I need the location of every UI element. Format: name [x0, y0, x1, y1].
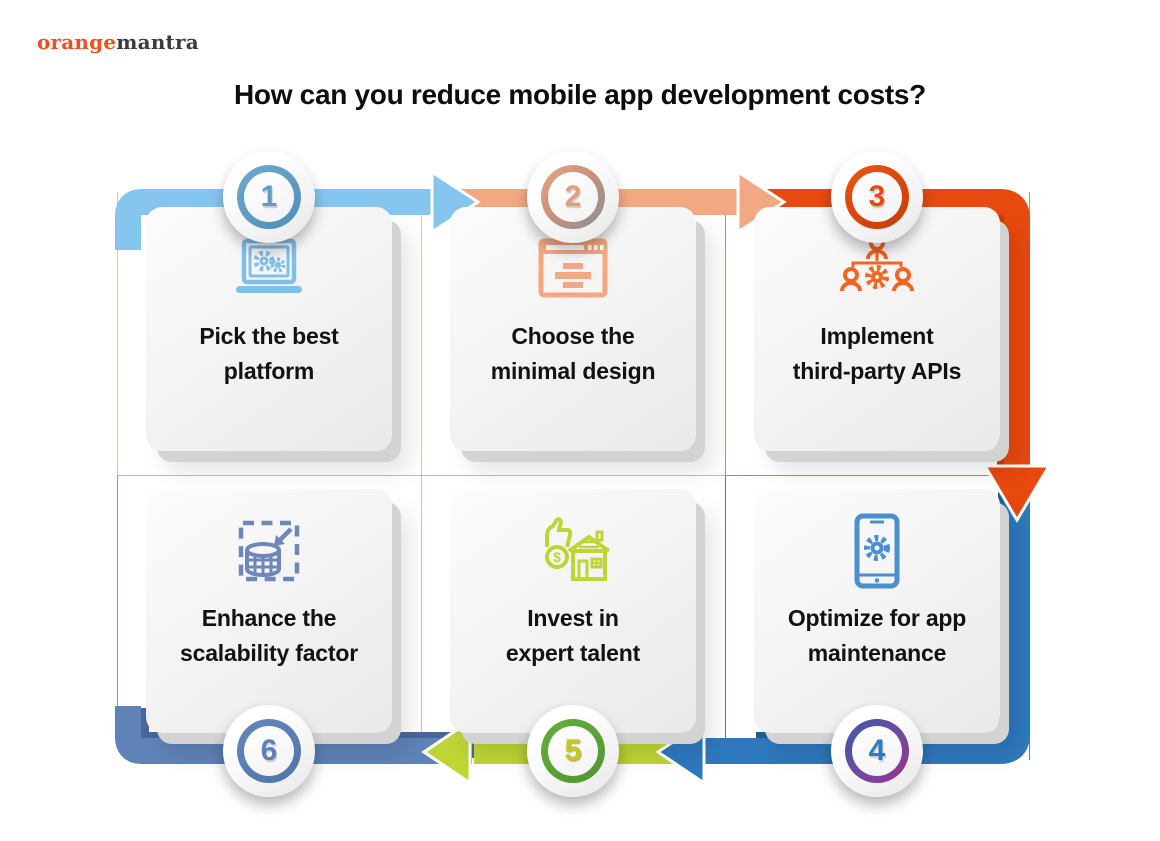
- step-card-3: Implement third-party APIs: [754, 207, 1000, 451]
- step-label: Pick the best platform: [199, 319, 338, 389]
- logo-text-primary: orange: [37, 30, 117, 54]
- badge-ring: 3: [845, 165, 909, 229]
- grid-line: [421, 475, 422, 760]
- step-card-1: Pick the best platform: [146, 207, 392, 451]
- phone-gear-icon: [848, 513, 906, 589]
- step-card-4: Optimize for app maintenance: [754, 489, 1000, 733]
- step-label-line: Choose the: [511, 323, 635, 349]
- step-label-line: expert talent: [505, 640, 641, 666]
- step-badge-5: 5: [527, 705, 619, 797]
- arrow-down-icon: [982, 464, 1052, 523]
- flow-band-step6: [115, 706, 472, 764]
- database-scale-icon: [232, 515, 306, 587]
- step-card-6: Enhance the scalability factor: [146, 489, 392, 733]
- step-label-line: Optimize for app: [787, 605, 967, 631]
- step-label-line: platform: [223, 358, 315, 384]
- logo-text-secondary: mantra: [116, 30, 199, 54]
- step-card-5: $ Invest in expert talent: [450, 489, 696, 733]
- badge-ring: 4: [845, 719, 909, 783]
- step-label-line: minimal design: [490, 358, 656, 384]
- step-label-line: Invest in: [527, 605, 619, 631]
- arrow-left-icon: [421, 718, 472, 786]
- step-number: 3: [868, 180, 886, 213]
- grid-line: [117, 192, 118, 475]
- svg-text:$: $: [553, 549, 561, 565]
- arrow-left-icon: [655, 718, 706, 786]
- grid-line: [421, 192, 422, 475]
- badge-ring: 2: [541, 165, 605, 229]
- step-label-line: scalability factor: [180, 640, 358, 666]
- step-label-line: Pick the best: [199, 323, 339, 349]
- step-label: Enhance the scalability factor: [180, 601, 358, 671]
- investment-icon: $: [533, 515, 613, 587]
- grid-line: [117, 475, 118, 739]
- step-number: 5: [564, 734, 582, 767]
- badge-ring: 6: [237, 719, 301, 783]
- grid-line: [725, 475, 726, 760]
- flow-band-step4: [702, 492, 1030, 764]
- step-label: Optimize for app maintenance: [788, 601, 966, 671]
- step-badge-3: 3: [831, 151, 923, 243]
- logo: orangemantra: [37, 30, 199, 54]
- flow-band-step3: [750, 189, 1030, 468]
- step-label: Choose the minimal design: [491, 319, 656, 389]
- step-label-line: maintenance: [807, 640, 947, 666]
- grid-line: [725, 475, 1030, 476]
- browser-minimal-icon: [533, 233, 613, 305]
- step-label-line: third-party APIs: [792, 358, 962, 384]
- step-number: 1: [260, 180, 278, 213]
- step-card-2: Choose the minimal design: [450, 207, 696, 451]
- step-badge-6: 6: [223, 705, 315, 797]
- badge-ring: 5: [541, 719, 605, 783]
- laptop-gears-icon: [229, 233, 309, 305]
- badge-ring: 1: [237, 165, 301, 229]
- grid-line: [117, 475, 725, 476]
- step-number: 6: [260, 734, 278, 767]
- step-badge-1: 1: [223, 151, 315, 243]
- step-number: 4: [868, 734, 886, 767]
- step-number: 2: [564, 180, 582, 213]
- flow-band-step1: [115, 189, 436, 250]
- step-badge-2: 2: [527, 151, 619, 243]
- step-label: Invest in expert talent: [506, 601, 640, 671]
- page-title: How can you reduce mobile app developmen…: [234, 79, 926, 110]
- team-gear-icon: [837, 233, 917, 305]
- step-label-line: Implement: [820, 323, 934, 349]
- step-label: Implement third-party APIs: [792, 319, 962, 389]
- step-badge-4: 4: [831, 705, 923, 797]
- step-label-line: Enhance the: [201, 605, 337, 631]
- grid-line: [725, 192, 726, 475]
